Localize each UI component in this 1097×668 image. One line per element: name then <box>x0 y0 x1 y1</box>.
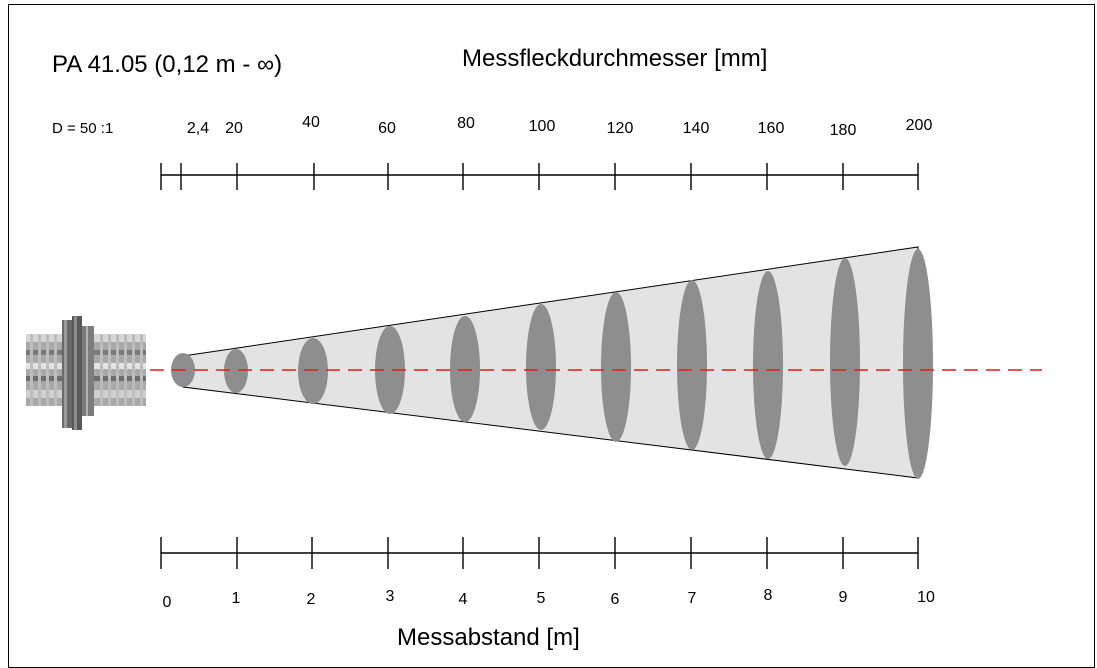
distance-label: 1 <box>232 590 241 607</box>
measurement-spots <box>171 249 933 479</box>
distance-label: 5 <box>537 590 546 607</box>
measurement-spot <box>526 304 556 430</box>
measurement-spot <box>677 280 707 450</box>
spot-diameter-label: 200 <box>906 117 933 134</box>
spot-diameter-label: 60 <box>378 120 396 137</box>
top-scale <box>160 163 919 190</box>
bottom-scale <box>160 537 919 569</box>
diagram-title: PA 41.05 (0,12 m - ∞) <box>52 51 282 78</box>
spot-diameter-label: 80 <box>457 115 475 132</box>
measurement-spot <box>375 326 405 414</box>
measurement-spot <box>903 249 933 479</box>
bottom-axis-title: Messabstand [m] <box>397 624 580 651</box>
top-scale-labels: 2,4 20 40 60 80 100 120 140 160 180 200 <box>187 114 933 139</box>
distance-label: 3 <box>386 588 395 605</box>
bottom-scale-labels: 0 1 2 3 4 5 6 7 8 9 10 <box>163 587 935 611</box>
spot-diameter-label: 100 <box>529 118 556 135</box>
spot-diameter-label: 20 <box>225 120 243 137</box>
spot-diameter-label: 120 <box>607 120 634 137</box>
sensor-device-icon <box>26 316 146 430</box>
distance-label: 4 <box>459 591 468 608</box>
spot-diameter-label: 40 <box>302 114 320 131</box>
measurement-spot <box>450 316 480 422</box>
spot-diameter-label: 160 <box>758 120 785 137</box>
measurement-spot <box>298 338 328 404</box>
distance-label: 6 <box>611 591 620 608</box>
measurement-spot <box>753 271 783 459</box>
measurement-spot <box>830 258 860 466</box>
distance-label: 10 <box>917 589 935 606</box>
measurement-spot <box>224 349 248 393</box>
measurement-spot <box>601 292 631 442</box>
distance-label: 9 <box>839 589 848 606</box>
distance-label: 2 <box>307 591 316 608</box>
top-axis-title: Messfleckdurchmesser [mm] <box>462 45 767 72</box>
distance-label: 0 <box>163 594 172 611</box>
ratio-label: D = 50 :1 <box>52 120 113 137</box>
spot-diameter-label: 180 <box>830 122 857 139</box>
spot-diameter-label: 140 <box>683 120 710 137</box>
distance-label: 8 <box>764 587 773 604</box>
distance-label: 7 <box>688 590 697 607</box>
spot-diameter-label: 2,4 <box>187 120 209 137</box>
